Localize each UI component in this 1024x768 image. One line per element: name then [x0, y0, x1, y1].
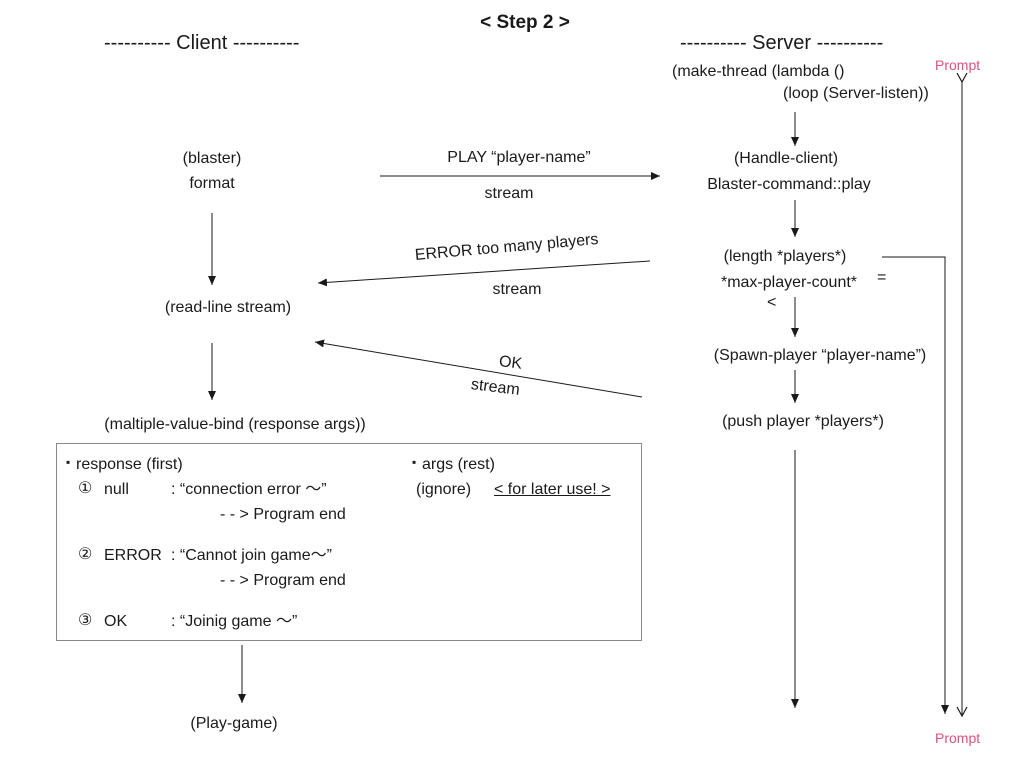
case1-key: null — [104, 481, 129, 498]
case1-number: ① — [78, 480, 93, 497]
case3-number: ③ — [78, 612, 93, 629]
server-loop-listen: (loop (Server-listen)) — [783, 85, 929, 102]
response-bullet: ▪ — [66, 455, 71, 469]
args-later-note: < for later use! > — [494, 481, 611, 498]
client-read-line: (read-line stream) — [164, 299, 292, 316]
server-equals-sign: = — [877, 269, 887, 286]
message-play-label: PLAY “player-name” — [447, 149, 591, 166]
response-box — [56, 443, 642, 641]
args-ignore: (ignore) — [416, 481, 472, 498]
args-header: args (rest) — [422, 456, 495, 473]
case3-key: OK — [104, 613, 128, 630]
prompt-label-top: Prompt — [935, 57, 981, 73]
server-less-than-sign: < — [767, 294, 777, 311]
prompt-label-bottom: Prompt — [935, 730, 981, 746]
args-bullet: ▪ — [412, 455, 417, 469]
client-multiple-value-bind: (maltiple-value-bind (response args)) — [104, 416, 366, 433]
case2-message: : “Cannot join game～” — [171, 547, 332, 564]
server-handle-client: (Handle-client) — [733, 150, 839, 167]
server-blaster-command: Blaster-command::play — [707, 176, 871, 193]
server-max-player-count: *max-player-count* — [720, 274, 858, 291]
arrow-ok-message — [314, 339, 643, 398]
message-play-stream: stream — [484, 185, 534, 202]
case2-program-end: - - > Program end — [220, 572, 346, 589]
response-header: response (first) — [76, 456, 183, 473]
arrow-length-to-prompt — [882, 256, 949, 714]
client-format: format — [189, 175, 235, 192]
case1-program-end: - - > Program end — [220, 506, 346, 523]
client-header: ---------- Client ---------- — [104, 32, 300, 54]
server-push-player: (push player *players*) — [722, 413, 884, 430]
arrow-error-message — [317, 260, 651, 287]
client-blaster: (blaster) — [182, 150, 242, 167]
case2-key: ERROR — [104, 547, 162, 564]
case2-number: ② — [78, 546, 93, 563]
server-length-players: (length *players*) — [723, 248, 847, 265]
message-error-stream: stream — [492, 281, 542, 298]
diagram-title: < Step 2 > — [480, 12, 570, 33]
client-play-game: (Play-game) — [190, 715, 278, 732]
message-ok-label: OK — [498, 353, 524, 373]
server-make-thread: (make-thread (lambda () — [672, 63, 845, 80]
server-spawn-player: (Spawn-player “player-name”) — [713, 347, 927, 364]
server-header: ---------- Server ---------- — [680, 32, 884, 54]
case3-message: : “Joinig game ～” — [171, 613, 298, 630]
case1-message: : “connection error ～” — [171, 481, 327, 498]
